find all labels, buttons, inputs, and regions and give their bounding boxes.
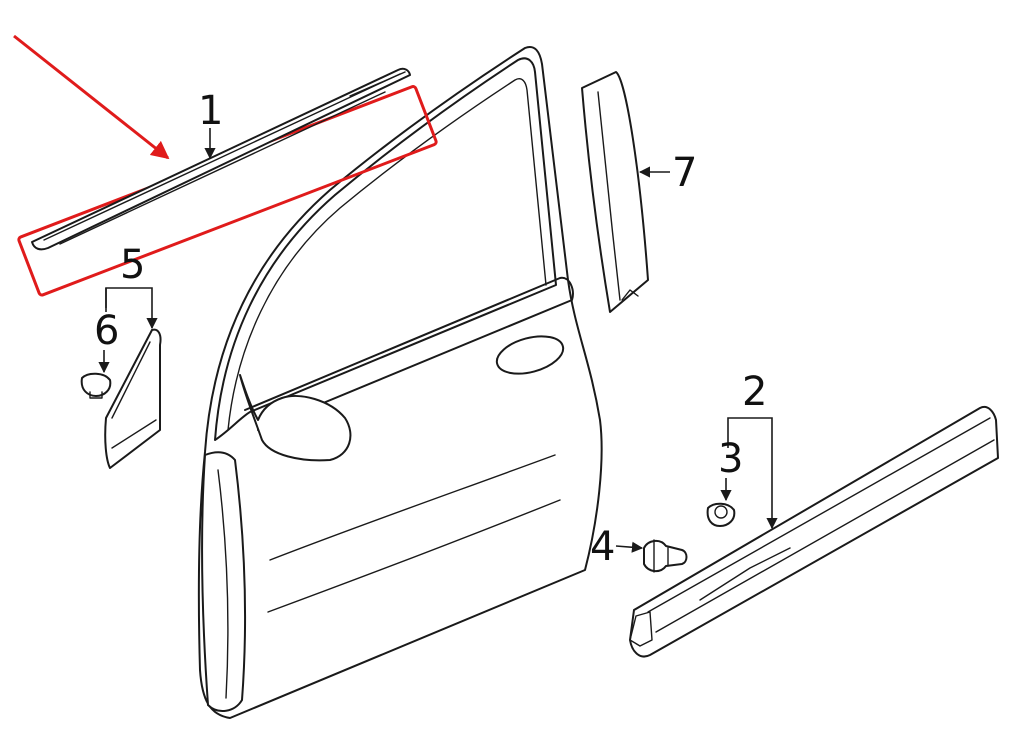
callout-6: 6: [94, 308, 119, 354]
part-5-front-molding[interactable]: 5: [104, 242, 162, 469]
front-door: [197, 46, 603, 719]
callout-2: 2: [742, 369, 767, 415]
part-6-clip[interactable]: 6: [80, 308, 120, 399]
part-2-door-molding[interactable]: 2: [629, 369, 999, 658]
part-4-fastener[interactable]: 4: [590, 524, 688, 573]
callout-3: 3: [718, 436, 743, 482]
callout-5: 5: [120, 242, 145, 288]
part-3-clip[interactable]: 3: [706, 436, 744, 527]
callout-1: 1: [198, 88, 223, 134]
part-1-belt-molding[interactable]: 1: [13, 34, 438, 297]
callout-4: 4: [590, 524, 615, 570]
highlight-pointer-arrow: [13, 34, 170, 160]
callout-7: 7: [672, 150, 697, 196]
part-7-pillar-applique[interactable]: 7: [581, 71, 697, 313]
